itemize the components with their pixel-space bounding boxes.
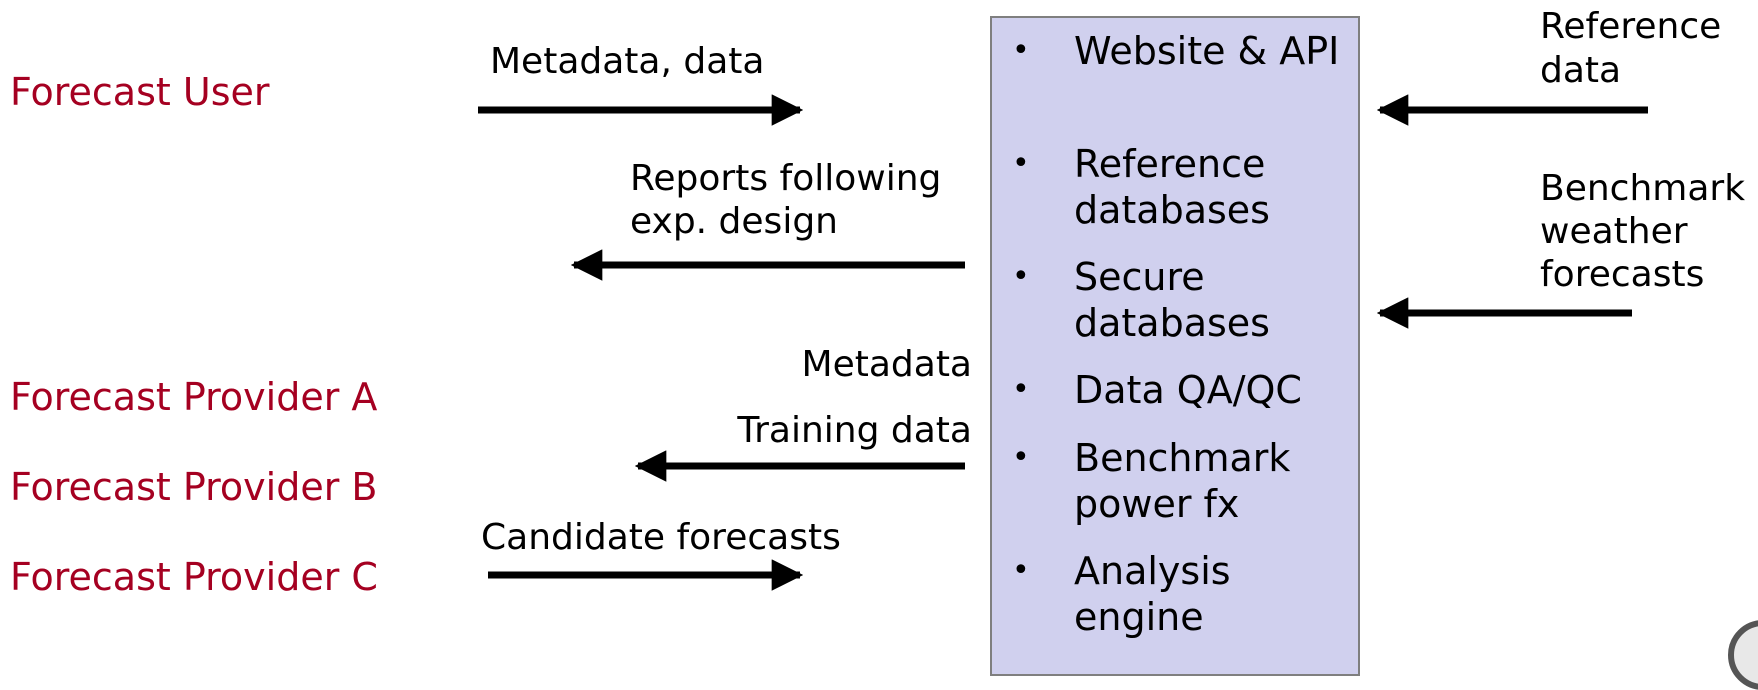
actor-forecast-provider-b: Forecast Provider B	[10, 465, 378, 509]
platform-item-label: Analysis engine	[1074, 549, 1231, 639]
platform-item-label: Website & API	[1074, 29, 1340, 73]
label-reference-data-line-1: Reference	[1540, 6, 1722, 47]
platform-box: • Website & API • Reference databases • …	[990, 16, 1360, 676]
platform-item-label: Secure databases	[1074, 255, 1270, 345]
label-training-data: Training data	[737, 410, 972, 451]
actor-forecast-user: Forecast User	[10, 70, 270, 114]
platform-item-label: Benchmark power fx	[1074, 436, 1291, 526]
bullet: •	[1012, 33, 1030, 68]
label-reports-line-2: exp. design	[630, 201, 838, 242]
label-benchmark-weather-line-2: weather	[1540, 211, 1688, 252]
actor-forecast-provider-a: Forecast Provider A	[10, 375, 378, 419]
actor-forecast-provider-c: Forecast Provider C	[10, 555, 378, 599]
bullet: •	[1012, 146, 1030, 181]
bullet: •	[1012, 259, 1030, 294]
label-benchmark-weather-line-3: forecasts	[1540, 254, 1705, 295]
bullet: •	[1012, 440, 1030, 475]
bullet: •	[1012, 372, 1030, 407]
label-candidate-forecasts: Candidate forecasts	[481, 517, 841, 558]
label-reference-data-line-2: data	[1540, 50, 1622, 91]
platform-item-label: Reference databases	[1074, 142, 1270, 232]
label-metadata-data: Metadata, data	[490, 41, 765, 82]
bullet: •	[1012, 553, 1030, 588]
flow-arrows	[478, 94, 1648, 591]
label-metadata: Metadata	[801, 344, 972, 385]
label-benchmark-weather-line-1: Benchmark	[1540, 168, 1746, 209]
label-reports-line-1: Reports following	[630, 158, 942, 199]
platform-item-label: Data QA/QC	[1074, 368, 1302, 412]
